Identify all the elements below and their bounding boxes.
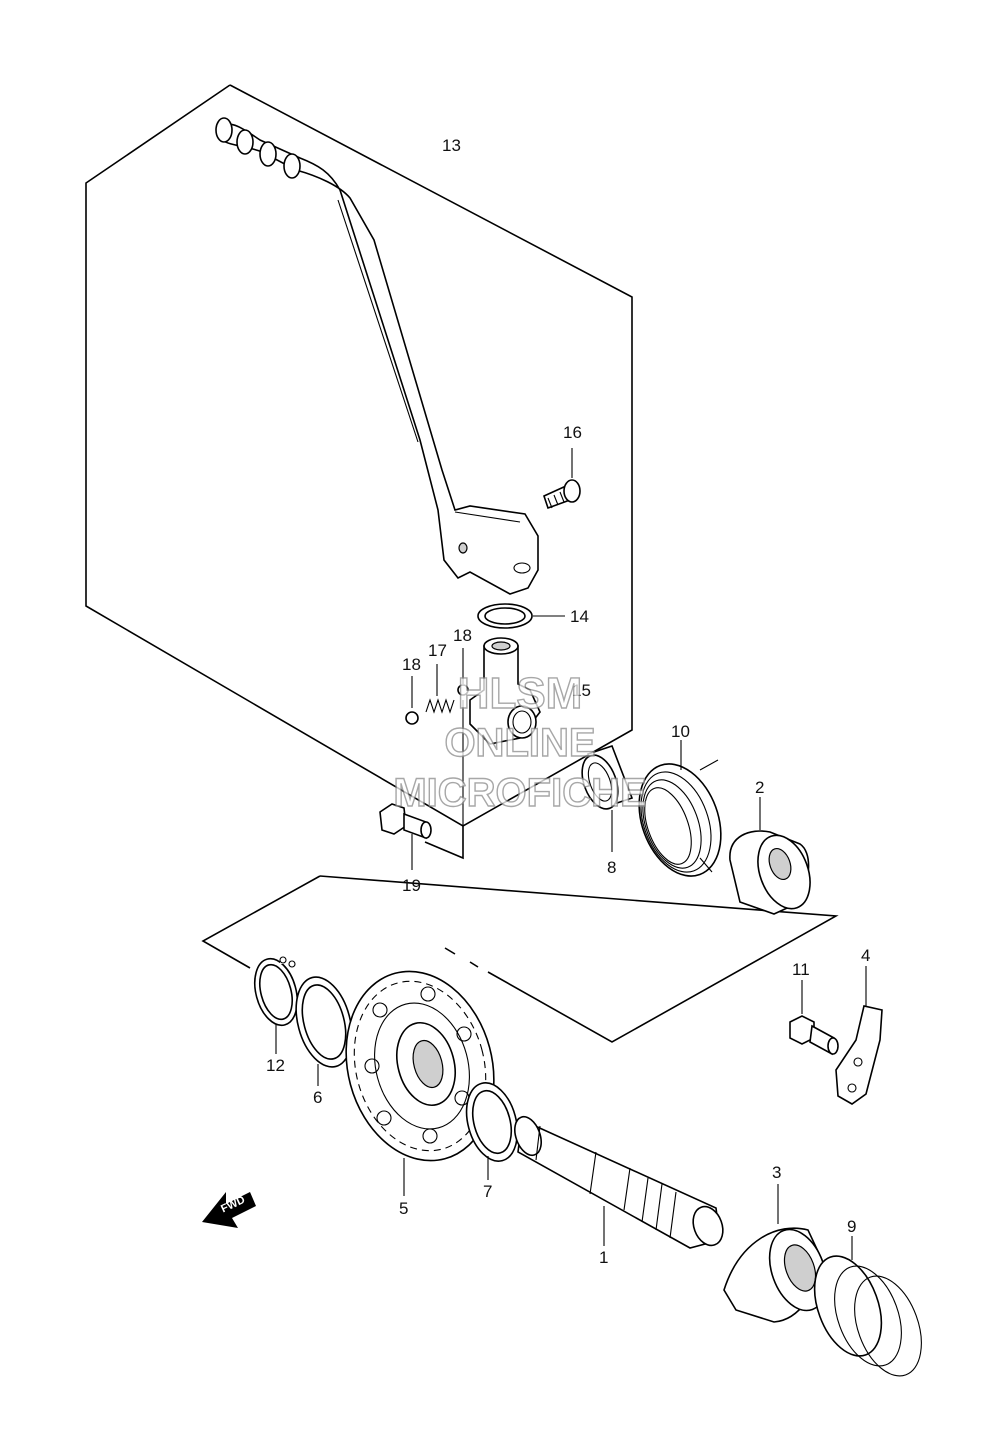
lower-frame-dash-1 — [469, 961, 479, 968]
callout-1: 1 — [599, 1248, 608, 1267]
callout-12: 12 — [266, 1056, 285, 1075]
kick-lever — [215, 117, 539, 595]
callout-18b: 18 — [453, 626, 472, 645]
callout-3: 3 — [772, 1163, 781, 1182]
bolt-19 — [379, 803, 432, 840]
ratchet-3 — [723, 1227, 828, 1323]
ball-18a — [405, 711, 419, 725]
bolt-19-bracket — [424, 826, 464, 860]
lower-assembly-frame — [319, 875, 839, 1043]
callout-2: 2 — [755, 778, 764, 797]
callout-13: 13 — [442, 136, 461, 155]
callout-8: 8 — [607, 858, 616, 877]
guide-2 — [729, 830, 811, 915]
washer-14 — [477, 603, 533, 629]
spring-17 — [425, 664, 455, 714]
lever-boss-15 — [469, 637, 541, 745]
watermark-line-3: MICROFICHE — [393, 771, 646, 815]
callout-9: 9 — [847, 1217, 856, 1236]
callout-18a: 18 — [402, 655, 421, 674]
callout-6: 6 — [313, 1088, 322, 1107]
callout-7: 7 — [483, 1182, 492, 1201]
bushing-8 — [581, 744, 634, 810]
kick-gear-5 — [345, 970, 495, 1162]
bolt-16 — [543, 479, 581, 510]
lower-assembly-frame-left — [201, 875, 321, 969]
lower-frame-dash-2 — [444, 947, 456, 955]
callout-19: 19 — [402, 876, 421, 895]
callout-4: 4 — [861, 946, 870, 965]
fwd-arrow-icon: FWD — [202, 1192, 256, 1228]
spring-9 — [813, 1255, 922, 1377]
callout-11: 11 — [792, 960, 810, 979]
callout-5: 5 — [399, 1199, 408, 1218]
callout-10: 10 — [671, 722, 690, 741]
ball-18b — [457, 684, 469, 696]
watermark-line-1: HLSM — [458, 669, 583, 718]
callout-15: 15 — [572, 681, 591, 700]
callout-17: 17 — [428, 641, 447, 660]
kick-shaft-1 — [514, 1115, 724, 1249]
watermark-line-2: ONLINE — [444, 721, 595, 765]
callout-14: 14 — [570, 607, 589, 626]
washer-6 — [295, 976, 353, 1068]
kick-spring-10 — [638, 759, 722, 877]
stopper-plate-4 — [835, 1005, 883, 1105]
callout-16: 16 — [563, 423, 582, 442]
circlip-12 — [253, 956, 299, 1027]
washer-7 — [465, 1082, 519, 1162]
bolt-11 — [789, 1015, 839, 1056]
